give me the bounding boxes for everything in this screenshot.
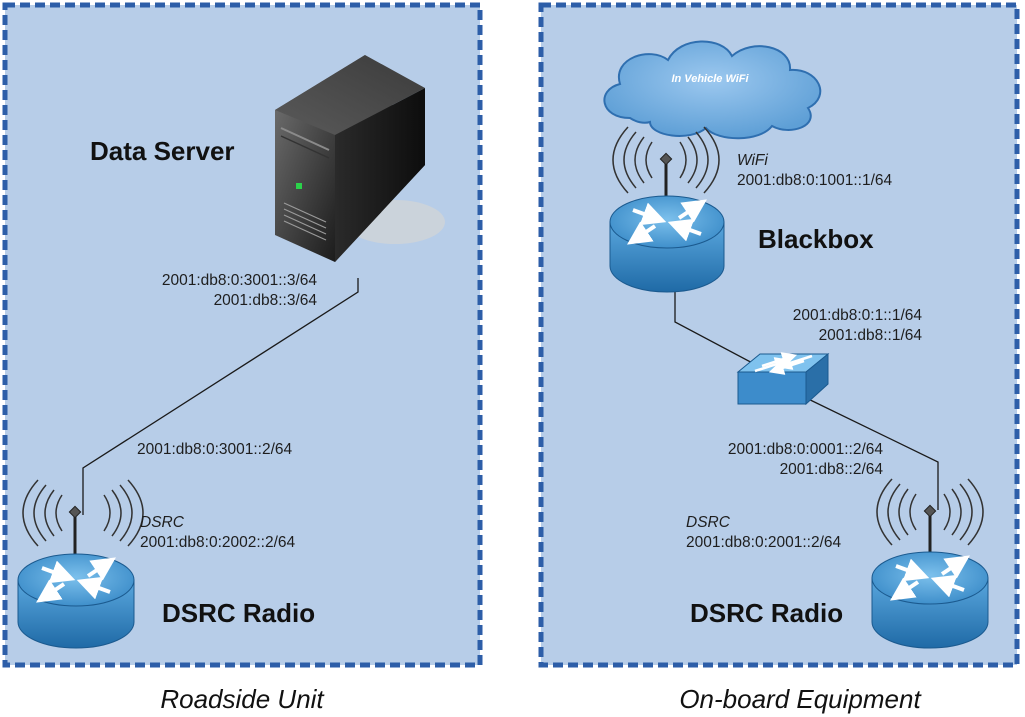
link-blackbox-to-switch <box>674 292 776 376</box>
server-address-1: 2001:db8:0:3001::3/64 <box>162 272 318 289</box>
right-dsrc-radio-label: DSRC Radio <box>690 598 843 628</box>
right-radio-iface-address: 2001:db8:0:2001::2/64 <box>686 534 842 551</box>
link-switch-to-radio <box>799 394 939 510</box>
left-dsrc-radio-label: DSRC Radio <box>162 598 315 628</box>
onboard-equipment-caption: On-board Equipment <box>679 684 922 714</box>
left-radio-iface-address: 2001:db8:0:2002::2/64 <box>140 534 296 551</box>
blackbox-iface-address: 2001:db8:0:1001::1/64 <box>737 172 893 189</box>
right-radio-iface-label: DSRC <box>686 514 731 531</box>
cloud-label: In Vehicle WiFi <box>671 73 749 85</box>
right-radio-address-1: 2001:db8:0:0001::2/64 <box>728 441 884 458</box>
right-radio-address-2: 2001:db8::2/64 <box>780 461 884 478</box>
data-server-label: Data Server <box>90 136 235 166</box>
blackbox-address-2: 2001:db8::1/64 <box>819 327 923 344</box>
left-radio-link-address: 2001:db8:0:3001::2/64 <box>137 441 293 458</box>
data-server-icon <box>275 55 445 262</box>
roadside-unit-caption: Roadside Unit <box>160 684 325 714</box>
link-server-to-radio <box>82 278 359 515</box>
left-radio-iface-label: DSRC <box>140 514 185 531</box>
blackbox-iface-label: WiFi <box>737 152 768 169</box>
dsrc-radio-router-icon-left <box>17 479 144 649</box>
in-vehicle-wifi-cloud-icon <box>603 40 822 140</box>
blackbox-address-1: 2001:db8:0:1::1/64 <box>793 307 923 324</box>
network-switch-icon <box>736 352 830 406</box>
blackbox-label: Blackbox <box>758 224 874 254</box>
dsrc-radio-router-icon-right <box>871 478 989 649</box>
blackbox-router-icon <box>609 126 725 293</box>
server-address-2: 2001:db8::3/64 <box>214 292 318 309</box>
